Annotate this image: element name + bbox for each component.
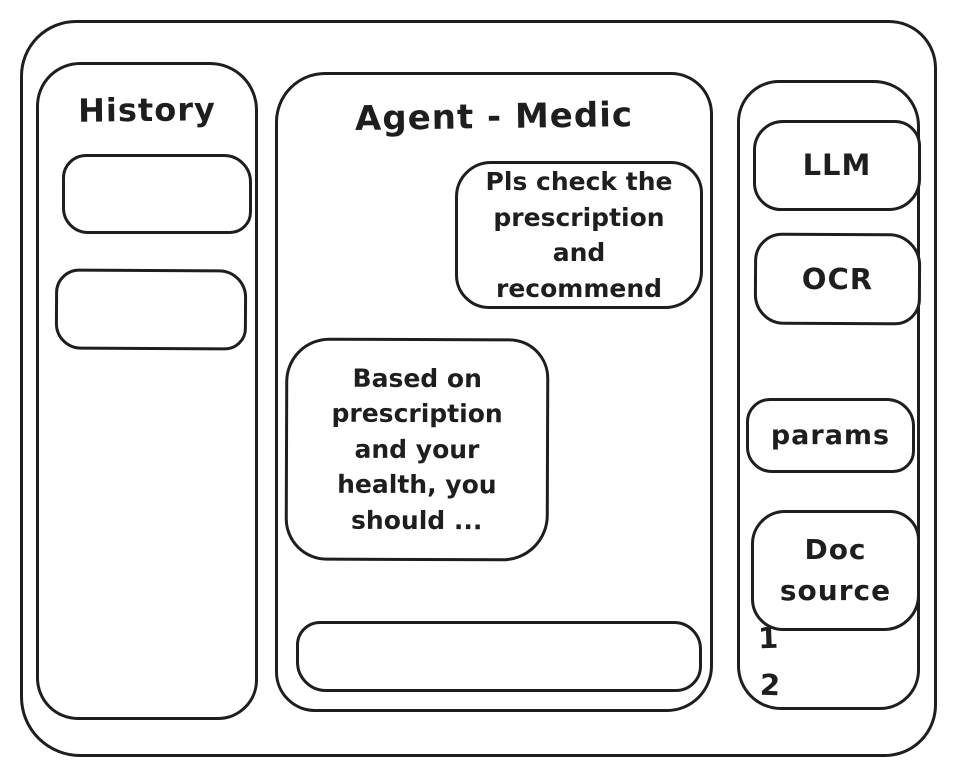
chat-panel: Agent - Medic Pls check the prescription… — [275, 72, 713, 712]
agent-message-bubble: Based on prescription and your health, y… — [284, 337, 550, 562]
ocr-button[interactable]: OCR — [753, 232, 922, 326]
doc-source-item-1[interactable]: 1 — [757, 620, 779, 656]
chat-title: Agent - Medic — [354, 95, 634, 139]
message-input[interactable] — [296, 621, 702, 692]
history-item[interactable] — [62, 154, 252, 234]
llm-button[interactable]: LLM — [753, 120, 921, 211]
history-item[interactable] — [54, 268, 248, 351]
history-sidebar: History — [36, 62, 258, 720]
tools-sidebar: LLM OCR params Doc source 1 2 — [737, 80, 922, 710]
params-button[interactable]: params — [746, 398, 915, 473]
history-title: History — [77, 90, 217, 130]
doc-source-button[interactable]: Doc source — [751, 510, 920, 631]
doc-source-item-2[interactable]: 2 — [759, 667, 781, 703]
user-message-bubble: Pls check the prescription and recommend — [455, 161, 703, 309]
